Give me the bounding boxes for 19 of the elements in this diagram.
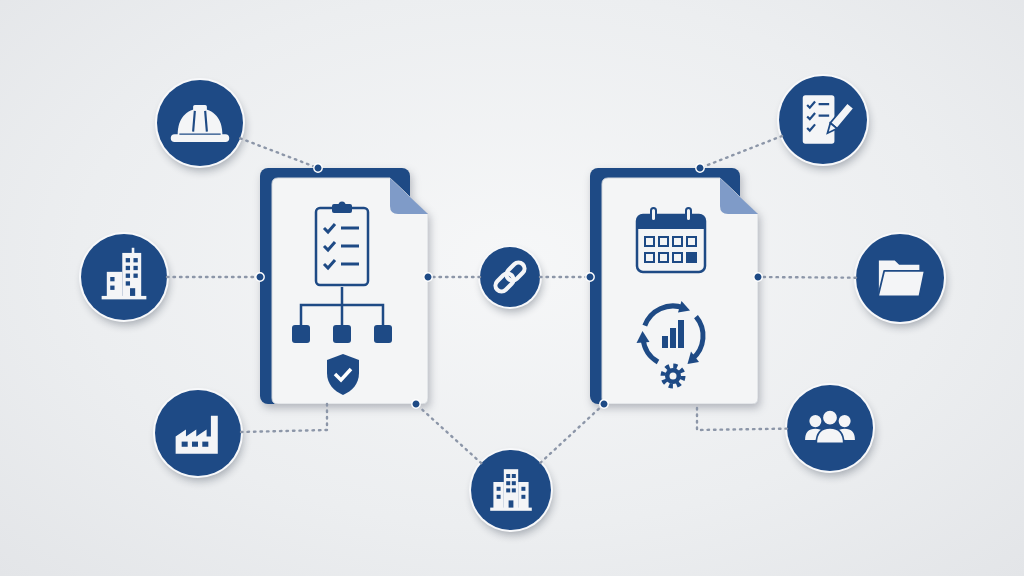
- people-icon: [787, 385, 873, 471]
- dotted-connector: [539, 399, 609, 464]
- dotted-connector: [239, 137, 323, 173]
- factory-icon: [155, 390, 241, 476]
- document-card: [260, 168, 428, 404]
- checklist-pencil-icon: [779, 76, 867, 164]
- folder-icon: [856, 234, 944, 322]
- office-building-icon: [471, 450, 551, 530]
- dotted-connector: [411, 399, 483, 465]
- dotted-connector: [165, 272, 265, 282]
- dotted-connector: [538, 272, 595, 282]
- document-card: [590, 168, 758, 404]
- dotted-connector: [695, 134, 784, 173]
- dotted-connector: [239, 402, 329, 434]
- dotted-connector: [753, 272, 858, 282]
- link-icon: [480, 247, 540, 307]
- hard-hat-icon: [157, 80, 243, 166]
- dotted-connector: [423, 272, 482, 282]
- building-icon: [81, 234, 167, 320]
